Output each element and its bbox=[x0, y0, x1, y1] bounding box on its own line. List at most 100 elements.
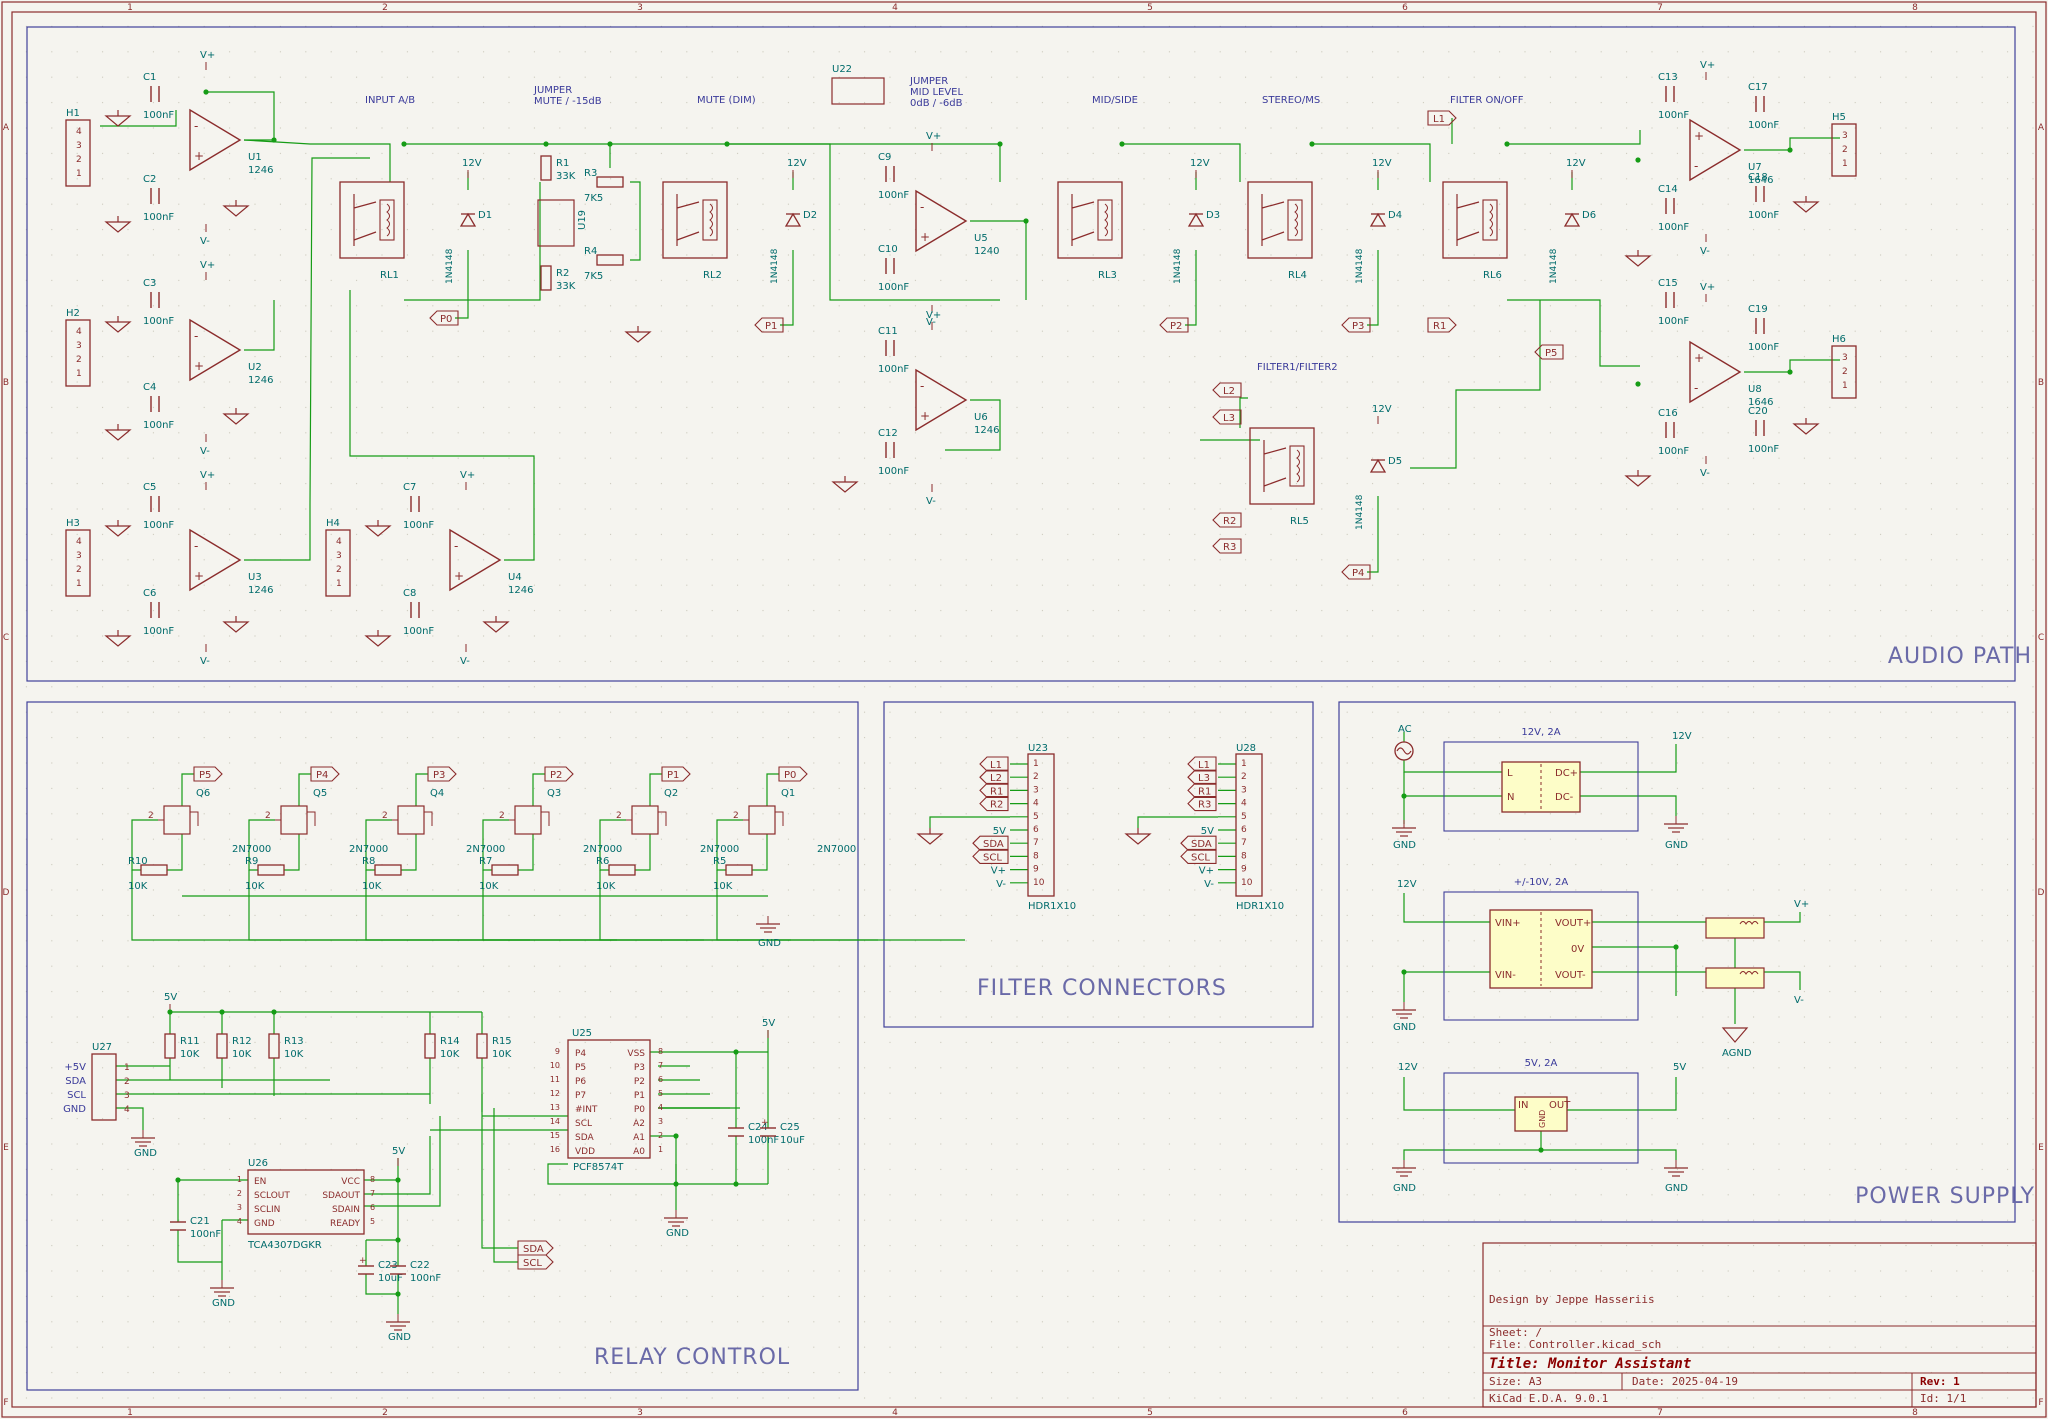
relay-rl6: RL6 bbox=[1442, 181, 1508, 281]
connector-pin: 7 bbox=[1033, 838, 1039, 848]
net-label-p5: P5 bbox=[1534, 344, 1564, 360]
connector-pin: 5 bbox=[1033, 812, 1039, 822]
net-label-text: R2 bbox=[1223, 516, 1236, 527]
relay-ref: RL2 bbox=[703, 270, 722, 281]
junction-dot bbox=[724, 141, 730, 147]
pin-sign: + bbox=[920, 409, 930, 423]
ground-symbol bbox=[831, 476, 859, 493]
section-frames bbox=[26, 26, 2016, 1391]
vplus-rail: V+ bbox=[1700, 60, 1715, 80]
wire bbox=[349, 290, 535, 561]
net-label-p1: P1 bbox=[754, 317, 784, 333]
res-value: 10K bbox=[128, 881, 148, 892]
res-ref: R3 bbox=[584, 168, 597, 179]
vminus-rail: V- bbox=[926, 484, 936, 507]
wire bbox=[1744, 137, 1840, 151]
ic-pin-num: 11 bbox=[550, 1075, 560, 1084]
pin-sign: - bbox=[1694, 159, 1698, 173]
relay-rl5: RL5 bbox=[1249, 427, 1315, 527]
connector-pin: 10 bbox=[1033, 878, 1045, 888]
res-value: 10K bbox=[180, 1049, 200, 1060]
net-label-p3: P3 bbox=[427, 766, 457, 782]
rail-12v: 12V bbox=[1372, 404, 1392, 424]
wire bbox=[365, 1274, 399, 1295]
junction-dot bbox=[1401, 793, 1407, 799]
relay-ref: RL1 bbox=[380, 270, 399, 281]
psu10-pin-vinm: VIN- bbox=[1495, 970, 1516, 981]
cap-ref: C25 bbox=[780, 1122, 800, 1133]
wire bbox=[131, 819, 158, 871]
rail-12v: 12V bbox=[1190, 158, 1210, 178]
cap-ref: C10 bbox=[878, 244, 898, 255]
wire bbox=[547, 1163, 676, 1185]
pin-sign: + bbox=[194, 359, 204, 373]
net-label-sda: SDA bbox=[1180, 835, 1217, 851]
opamp-value: 1646 bbox=[1748, 397, 1773, 408]
cap-ref: C16 bbox=[1658, 408, 1678, 419]
vplus-rail: V+ bbox=[926, 131, 941, 151]
header-pin: 1 bbox=[336, 579, 342, 589]
jumper-u19: U19 bbox=[537, 199, 588, 247]
cap-value: 10uF bbox=[780, 1135, 805, 1146]
connector-pin: 4 bbox=[1033, 799, 1039, 809]
rail-label: V+ bbox=[991, 866, 1006, 877]
pin-sign: + bbox=[1694, 351, 1704, 365]
res-ref: R12 bbox=[232, 1036, 252, 1047]
res-ref: R15 bbox=[492, 1036, 512, 1047]
designer-text: Design by Jeppe Hasseriis bbox=[1489, 1293, 1655, 1306]
net-label-text: SDA bbox=[983, 839, 1004, 850]
connector-pin: 6 bbox=[1033, 825, 1039, 835]
relay-rl3: RL3 bbox=[1057, 181, 1123, 281]
res-ref: R4 bbox=[584, 246, 597, 257]
column-tick-bottom: 3 bbox=[637, 1408, 643, 1418]
header-pin: 2 bbox=[76, 155, 82, 165]
opamp-value: 1240 bbox=[974, 246, 999, 257]
connector-pin: 9 bbox=[1241, 865, 1247, 875]
junction-dot bbox=[1401, 969, 1407, 975]
vminus-rail: V- bbox=[926, 305, 936, 328]
wire bbox=[177, 1230, 222, 1263]
cap-ref: C13 bbox=[1658, 72, 1678, 83]
diode-value: 1N4148 bbox=[770, 248, 780, 284]
junction-dot bbox=[395, 1177, 401, 1183]
ground-symbol bbox=[104, 520, 132, 537]
wire bbox=[455, 250, 469, 319]
header-pin: 4 bbox=[76, 127, 82, 137]
rail-label: V- bbox=[1204, 879, 1214, 890]
wire bbox=[1507, 299, 1640, 367]
cap-value: 100nF bbox=[748, 1135, 779, 1146]
ic-pin-num: 9 bbox=[555, 1047, 560, 1056]
cap-value: 100nF bbox=[1748, 444, 1779, 455]
ic-pin-name: A0 bbox=[633, 1147, 645, 1157]
header-pin: 3 bbox=[1842, 353, 1848, 363]
junction-dot bbox=[673, 1133, 679, 1139]
junction-dot bbox=[1119, 141, 1125, 147]
column-tick-top: 4 bbox=[892, 3, 898, 13]
rail-label: V- bbox=[1700, 468, 1710, 479]
ic-pin-num: 15 bbox=[550, 1131, 560, 1140]
pin-sign: - bbox=[1694, 381, 1698, 395]
cap-value: 100nF bbox=[143, 520, 174, 531]
row-tick-left: E bbox=[3, 1143, 9, 1153]
connector-pin: 7 bbox=[1241, 838, 1247, 848]
relay-rl4: RL4 bbox=[1247, 181, 1313, 281]
psu10-vminus-label: V- bbox=[1794, 995, 1804, 1006]
connector-pin: 3 bbox=[1241, 785, 1247, 795]
rail-label: 5V bbox=[164, 992, 177, 1003]
net-label-text: P1 bbox=[765, 321, 777, 332]
header-pin: 4 bbox=[336, 537, 342, 547]
psu5-gnd-pin: GND bbox=[1538, 1110, 1547, 1128]
gnd-label: GND bbox=[758, 938, 781, 949]
relay-ref: RL3 bbox=[1098, 270, 1117, 281]
